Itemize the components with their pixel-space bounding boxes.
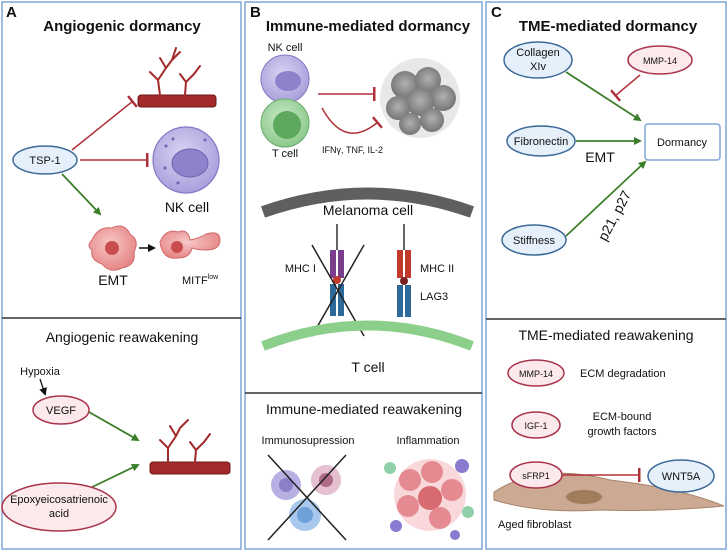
vegf-node [32,395,90,425]
panel-c-letter: C [491,4,502,21]
mitf-label: MITFlow [182,274,219,287]
nk-cell-label-b: NK cell [268,42,303,54]
collagen-label-1: Collagen [516,47,559,59]
cytokine-inhibits-tumor [321,107,383,134]
dormancy-box [644,123,721,161]
emt-label-c: EMT [585,149,615,165]
panel-a: A Angiogenic dormancy TSP-1 NK cell [1,1,242,550]
lag3-label: LAG3 [420,291,448,303]
collagen-promotes-dormancy [565,71,642,122]
t-cell-label-b: T cell [272,148,298,160]
epoxy-label-1: Epoxyeicosatrienoic [10,494,108,506]
immune-reawakening-title: Immune-mediated reawakening [266,401,462,417]
tumor-cell-icon [88,225,137,271]
t-cell-membrane [261,320,474,351]
mhc2-label: MHC II [420,263,454,275]
tme-reawakening-title: TME-mediated reawakening [518,327,693,343]
tsp1-inhibits-vessel [71,95,138,151]
panel-a-border [1,1,242,550]
wnt5a-label: WNT5A [662,471,701,483]
panel-c-title: TME-mediated dormancy [519,18,698,35]
inflammation-label: Inflammation [397,435,460,447]
epoxy-node [1,482,117,532]
ecm-bound-label-1: ECM-bound [593,411,652,423]
mhc1-label: MHC I [285,263,316,275]
stiffness-promotes-dormancy [565,160,647,237]
melanoma-membrane [261,187,475,218]
panel-c-border [485,1,727,550]
blood-vessel-sprout-icon [149,419,231,475]
t-cell-bottom-label: T cell [351,359,384,375]
emt-label: EMT [98,272,128,288]
ecm-bound-label-2: growth factors [587,426,657,438]
fibronectin-label: Fibronectin [514,136,568,148]
panel-b: B Immune-mediated dormancy NK cell T cel… [244,1,483,550]
tsp1-label: TSP-1 [29,155,60,167]
igf1-label: IGF-1 [524,421,547,431]
melanoma-cell-label: Melanoma cell [323,202,413,218]
sfrp1-label: sFRP1 [522,471,550,481]
collagen-label-2: XIv [530,61,546,73]
cross-icon [267,454,347,541]
mmp14-label: MMP-14 [643,56,677,66]
mmp14-node [627,45,693,75]
blood-vessel-icon [137,47,217,108]
mhc2-receptor-icon [397,224,411,317]
panel-a-title: Angiogenic dormancy [43,18,201,35]
hypoxia-arrow [39,378,47,396]
tumor-cluster-icon [380,58,460,138]
fibronectin-node [506,125,576,157]
nk-cell-icon [152,126,220,194]
suppressive-cells-icon [271,465,341,531]
stiffness-label: Stiffness [513,235,555,247]
migrating-cell-icon [159,230,221,259]
panel-c: C TME-mediated dormancy Collagen XIv MMP… [485,1,727,550]
t-cell-icon [260,98,310,148]
mmp14-node-b [507,359,565,387]
inflammation-cluster-icon [384,459,474,540]
panel-b-letter: B [250,4,261,21]
hypoxia-label: Hypoxia [20,366,61,378]
mmp14-inhibits [610,74,641,102]
nk-cell-label: NK cell [165,199,209,215]
tsp1-node [12,145,78,175]
epoxy-promotes-vessel [85,463,140,491]
aged-fibroblast-label: Aged fibroblast [498,519,571,531]
vegf-promotes-vessel [88,411,140,441]
wnt5a-node [647,459,715,493]
sfrp1-node [509,461,563,489]
igf1-node [511,411,561,439]
nk-cell-icon [260,54,310,104]
angiogenic-reawakening-title: Angiogenic reawakening [46,329,199,345]
stiffness-node [501,224,567,256]
immunosuppression-label: Immunosupression [262,435,355,447]
cytokines-label: IFNγ, TNF, IL-2 [322,145,383,155]
mmp14-label-b: MMP-14 [519,369,553,379]
panel-b-title: Immune-mediated dormancy [266,18,471,35]
ecm-degradation-label: ECM degradation [580,368,666,380]
dormancy-label: Dormancy [657,137,708,149]
epoxy-label-2: acid [49,508,69,520]
panel-a-letter: A [6,4,17,21]
collagen-node [503,41,573,79]
vegf-label: VEGF [46,405,76,417]
tsp1-promotes-emt [61,173,102,216]
